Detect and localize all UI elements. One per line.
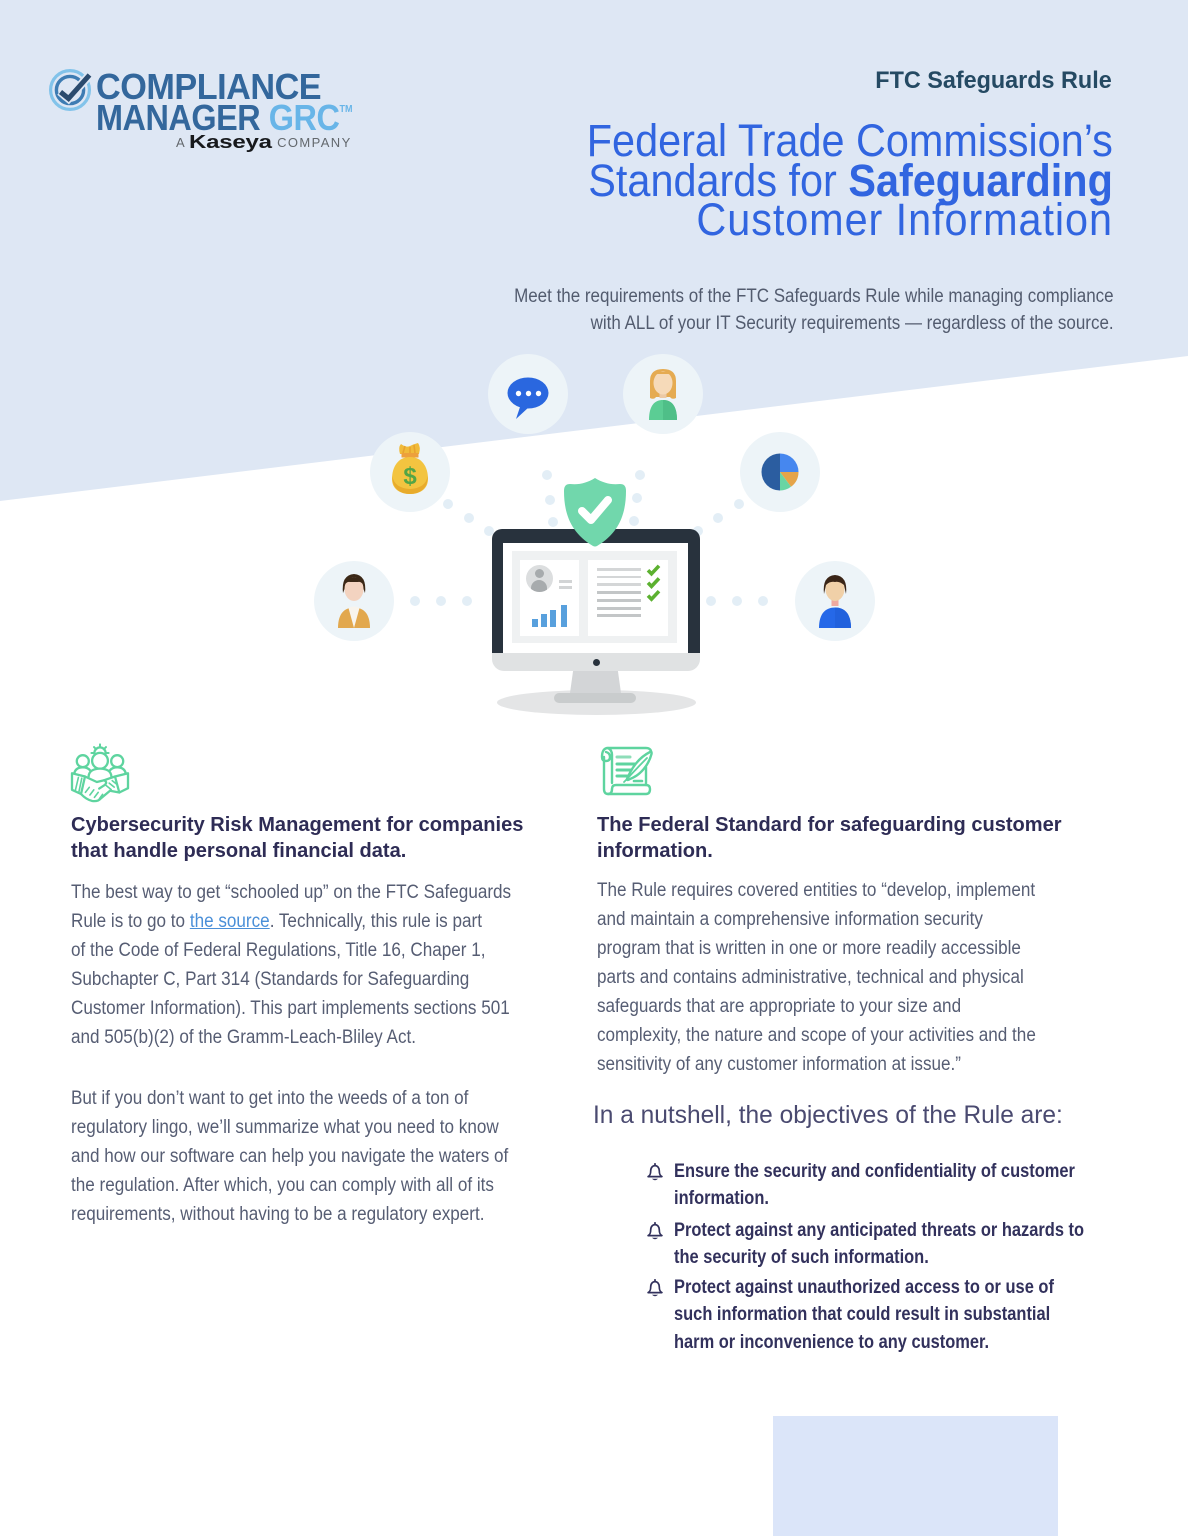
svg-text:$: $ xyxy=(403,463,417,490)
